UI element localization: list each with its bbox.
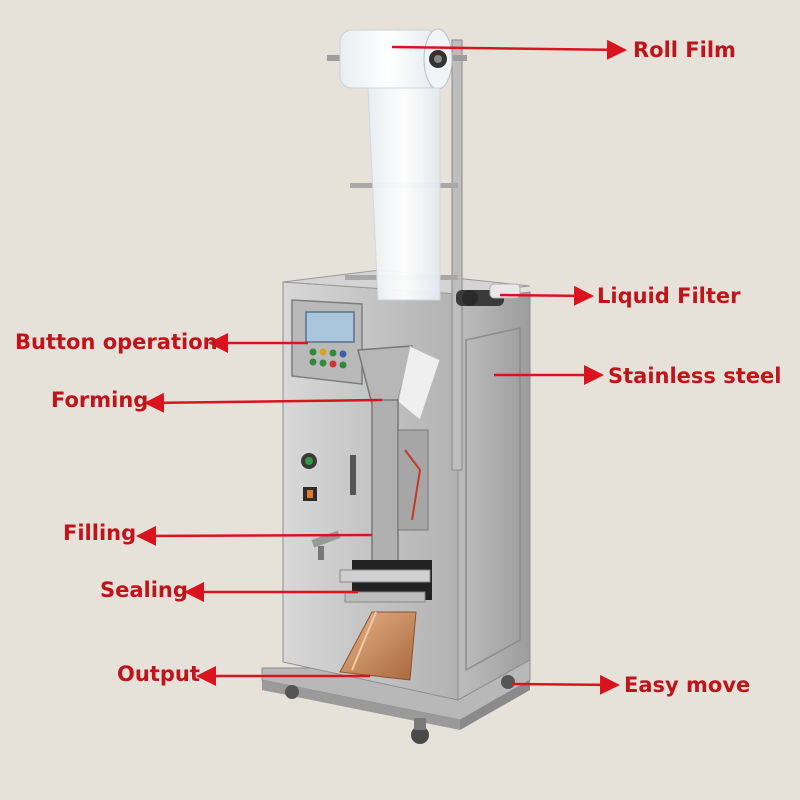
control-panel [291,299,363,385]
label-button-operation: Button operation [15,330,218,354]
label-forming: Forming [51,388,149,412]
arrow-roll-film [391,39,627,60]
sealing-jaws [339,560,432,603]
front-switches [301,453,317,501]
arrow-filling [136,525,373,546]
caster-wheels [285,675,515,744]
roll-film [339,28,453,301]
side-panel [457,291,531,701]
callout-arrows [136,39,627,695]
arrow-forming [144,392,383,413]
label-stainless-steel: Stainless steel [608,364,782,388]
output-chute [339,611,417,681]
label-filling: Filling [63,521,137,545]
arrow-liquid-filter [499,285,594,306]
forming-assembly [350,345,441,571]
label-sealing: Sealing [100,578,188,602]
label-roll-film: Roll Film [633,38,736,62]
label-output: Output [117,662,200,686]
label-liquid-filter: Liquid Filter [597,284,741,308]
arrow-easy-move [511,674,620,695]
label-easy-move: Easy move [624,673,751,697]
